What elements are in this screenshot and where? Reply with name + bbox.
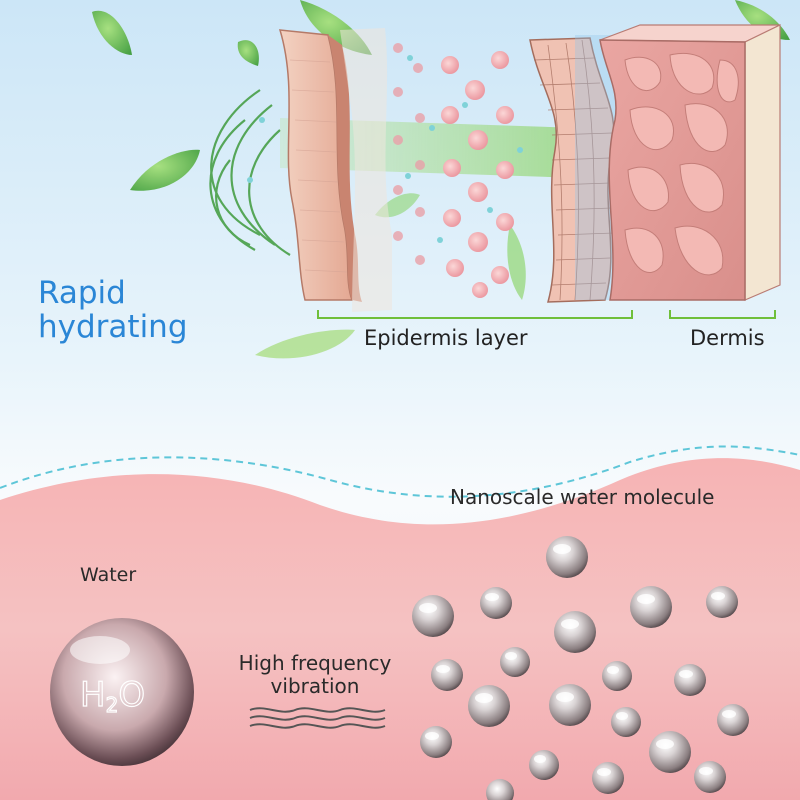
formula-h: H xyxy=(80,675,106,715)
nanoscale-water-molecule-label: Nanoscale water molecule xyxy=(450,485,715,509)
swirl-lines xyxy=(209,89,291,256)
dermis-block xyxy=(599,24,781,301)
formula-o: O xyxy=(118,675,145,715)
vibration-line-2: vibration xyxy=(270,674,360,698)
epidermis-sheet xyxy=(278,29,362,302)
title-line-2: hydrating xyxy=(38,309,188,346)
rapid-hydrating-title: Rapid hydrating xyxy=(38,276,188,344)
epidermis-layer-label: Epidermis layer xyxy=(364,326,528,350)
epidermis-grid-sheet xyxy=(529,37,615,303)
vibration-line-1: High frequency xyxy=(238,651,392,675)
formula-sub: 2 xyxy=(106,693,119,717)
vibration-wave-icon xyxy=(249,707,386,729)
h2o-formula: H2O xyxy=(80,675,145,717)
high-frequency-vibration-label: High frequency vibration xyxy=(232,652,398,698)
water-molecule-drop xyxy=(50,618,194,766)
title-line-1: Rapid xyxy=(38,275,126,311)
water-label: Water xyxy=(80,564,137,586)
nano-droplets xyxy=(412,536,749,800)
layer-brackets xyxy=(317,310,776,319)
dermis-label: Dermis xyxy=(690,326,765,350)
